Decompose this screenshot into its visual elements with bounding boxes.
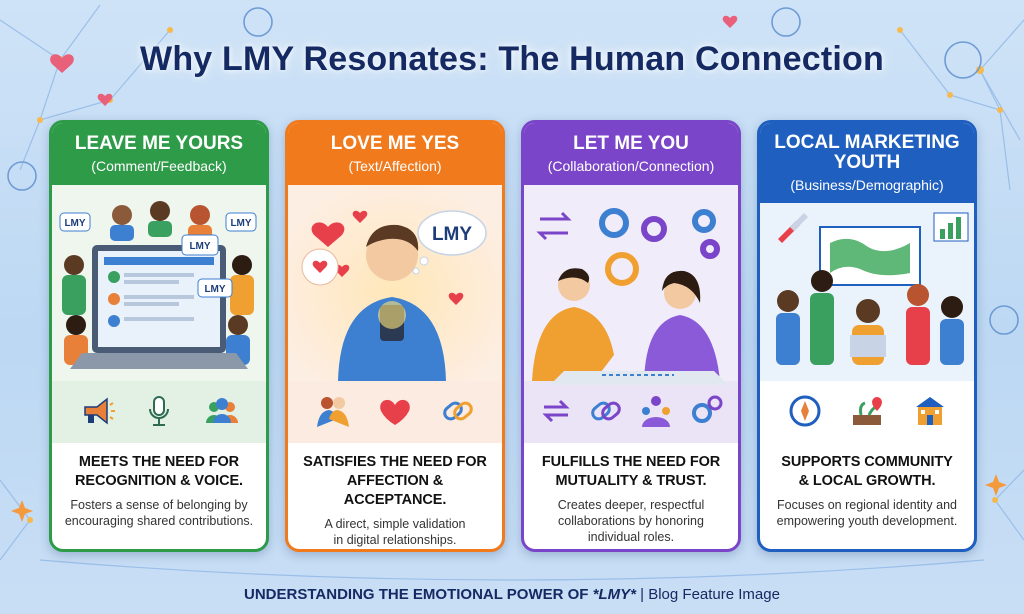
card-subheading: (Comment/Feedback) [91,157,227,174]
card-description: A direct, simple validation in digital r… [324,517,466,547]
card-text: MEETS THE NEED FOR RECOGNITION & VOICE. … [58,453,260,529]
card-local-marketing-youth: LOCAL MARKETING YOUTH (Business/Demograp… [757,120,977,552]
card-heading: LEAVE ME YOURS [74,132,244,154]
page-title: Why LMY Resonates: The Human Connection [140,40,884,78]
card-subheading: (Collaboration/Connection) [547,157,715,174]
card-subheading: (Text/Affection) [348,157,442,174]
group-icon [205,398,238,423]
card-text: FULFILLS THE NEED FOR MUTUALITY & TRUST.… [530,453,732,545]
card-heading: LET ME YOU [573,132,689,154]
map-pin-plant-icon [853,397,882,425]
card-header: LET ME YOU (Collaboration/Connection) [524,123,738,185]
footer-suffix: | Blog Feature Image [635,586,780,603]
card-text: SATISFIES THE NEED FOR AFFECTION & ACCEP… [294,453,496,548]
link-icon [442,401,473,421]
megaphone-icon [83,397,115,425]
illustration-affection: LMY [288,185,502,443]
card-need: SUPPORTS COMMUNITY & LOCAL GROWTH. [781,454,953,489]
lmy-bubble: LMY [230,218,251,229]
card-leave-me-yours: LEAVE ME YOURS (Comment/Feedback) [49,120,269,552]
lmy-bubble: LMY [432,224,472,245]
gears-icon [692,395,723,423]
card-need: FULFILLS THE NEED FOR MUTUALITY & TRUST. [541,454,721,489]
illustration-community [760,203,974,381]
heart-icon [380,399,410,425]
card-let-me-you: LET ME YOU (Collaboration/Connection) [521,120,741,552]
card-love-me-yes: LOVE ME YES (Text/Affection) [285,120,505,552]
card-header: LOCAL MARKETING YOUTH (Business/Demograp… [760,123,974,203]
icon-row [760,381,974,441]
team-icon [642,396,670,427]
card-need: SATISFIES THE NEED FOR AFFECTION & ACCEP… [303,454,487,508]
card-heading: LOVE ME YES [330,132,460,154]
card-header: LEAVE ME YOURS (Comment/Feedback) [52,123,266,185]
card-text: SUPPORTS COMMUNITY & LOCAL GROWTH. Focus… [766,453,968,529]
footer-prefix: UNDERSTANDING THE EMOTIONAL POWER OF [244,586,593,603]
card-header: LOVE ME YES (Text/Affection) [288,123,502,185]
card-description: Creates deeper, respectful collaboration… [557,498,705,544]
icon-row [524,381,738,441]
card-description: Focuses on regional identity and empower… [776,498,958,528]
footer-caption: UNDERSTANDING THE EMOTIONAL POWER OF *LM… [0,586,1024,603]
microphone-icon [149,396,169,426]
refresh-arrows-icon [542,399,570,423]
illustration-feedback: LMY LMY LMY LMY [52,185,266,443]
building-icon [915,397,944,425]
icon-row [52,381,266,441]
icon-row [288,381,502,441]
card-need: MEETS THE NEED FOR RECOGNITION & VOICE. [75,454,243,489]
compass-icon [789,395,820,427]
lmy-bubble: LMY [189,241,210,252]
card-heading: LOCAL MARKETING YOUTH [774,131,960,173]
hug-icon [316,397,349,427]
illustration-collaboration [524,185,738,443]
card-subheading: (Business/Demographic) [790,176,944,193]
lmy-bubble: LMY [64,218,85,229]
card-description: Fosters a sense of belonging by encourag… [64,498,254,528]
chain-link-icon [591,401,621,421]
lmy-bubble: LMY [204,284,225,295]
footer-emphasis: *LMY* [592,586,636,603]
